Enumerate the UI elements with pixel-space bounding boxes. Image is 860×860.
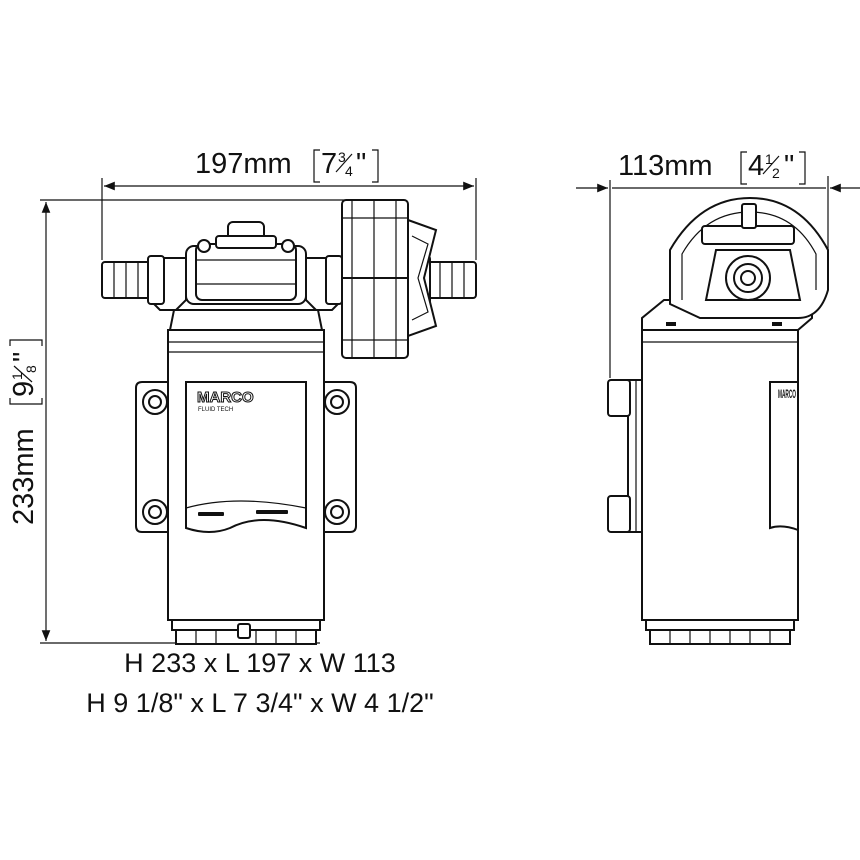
- motor-end-cap: [171, 619, 321, 645]
- width-inch-mark: ": [784, 150, 794, 182]
- summary-imperial-dimensions: H 9 1/8" x L 7 3/4" x W 4 1/2": [86, 688, 434, 718]
- brand-logo: MARCO: [197, 389, 254, 406]
- height-imperial-denominator: 8: [23, 365, 39, 373]
- brand-logo-subtext: FLUID TECH: [198, 407, 233, 413]
- motor-body: [167, 329, 325, 621]
- width-imperial-denominator: 2: [772, 165, 780, 181]
- length-bracket-right: [372, 149, 379, 183]
- length-imperial-numerator: 3: [338, 149, 346, 165]
- width-bracket-right: [799, 151, 806, 185]
- height-dimension: 233mm 9 1 8 ": [8, 199, 348, 644]
- length-dimension: 197mm 7 3 4 ": [101, 148, 477, 260]
- side-brand-logo: MARCO: [778, 387, 796, 401]
- length-fraction-slash: [335, 153, 353, 173]
- height-bracket-right: [9, 339, 43, 346]
- height-imperial-whole: 9: [8, 381, 40, 397]
- pump-head: [149, 221, 343, 331]
- height-inch-mark: ": [8, 352, 40, 362]
- filter-strainer: [341, 199, 438, 359]
- mounting-bracket: [135, 381, 357, 533]
- length-bracket-left: [313, 149, 320, 183]
- width-imperial-numerator: 1: [765, 151, 773, 167]
- length-imperial-whole: 7: [321, 148, 337, 180]
- pump-side-view: MARCO: [607, 196, 829, 645]
- pump-front-view: MARCO FLUID TECH: [101, 199, 477, 645]
- side-motor-body: [641, 329, 799, 621]
- side-end-cap: [645, 619, 795, 645]
- length-inch-mark: ": [356, 148, 366, 180]
- width-imperial-whole: 4: [748, 150, 764, 182]
- length-imperial-denominator: 4: [345, 163, 353, 179]
- height-metric-label: 233mm: [8, 428, 40, 525]
- width-fraction-slash: [762, 155, 780, 175]
- inlet-port: [101, 255, 165, 305]
- height-bracket-left: [9, 398, 43, 405]
- width-dimension: 113mm 4 1 2 ": [576, 150, 860, 378]
- height-imperial-numerator: 1: [9, 372, 25, 380]
- width-metric-label: 113mm: [618, 150, 713, 182]
- height-fraction-slash: [13, 365, 33, 383]
- length-metric-label: 197mm: [195, 148, 292, 180]
- brand-label: MARCO FLUID TECH: [185, 381, 307, 533]
- summary-metric-dimensions: H 233 x L 197 x W 113: [124, 648, 396, 678]
- width-bracket-left: [740, 151, 747, 185]
- side-pump-head: [641, 196, 829, 331]
